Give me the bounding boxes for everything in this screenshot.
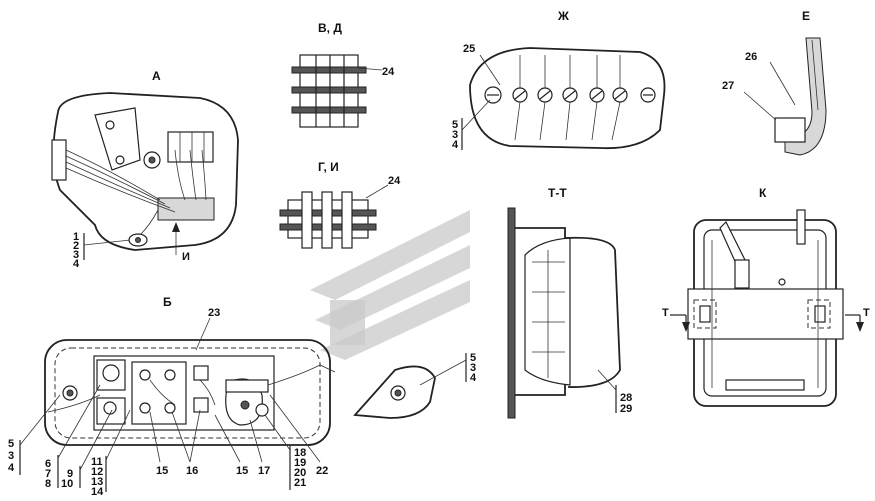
view-b-title: Б (163, 295, 172, 309)
view-e: Е 26 27 (722, 9, 827, 156)
view-b-label-5: 5 (8, 438, 14, 450)
view-b-label-4: 4 (8, 462, 15, 474)
view-zh-label-3: 3 (452, 129, 458, 141)
small-part-label-3: 3 (470, 362, 476, 374)
view-vd-title: В, Д (318, 21, 342, 35)
view-b-label-9: 9 (67, 468, 73, 480)
view-b-label-16: 16 (186, 465, 198, 477)
view-e-title: Е (802, 9, 810, 23)
view-b-label-10: 10 (61, 478, 73, 490)
view-b-label-15b: 15 (236, 465, 248, 477)
view-b-label-7: 7 (45, 468, 51, 480)
view-a-title: А (152, 69, 161, 83)
label-2: 2 (73, 240, 79, 252)
view-k: К Т Т (662, 186, 870, 407)
view-tt-label-29: 29 (620, 403, 632, 415)
view-tt: Т-Т 28 29 (507, 186, 632, 419)
view-a: А И 1 2 3 4 (51, 69, 239, 270)
view-zh: Ж 25 5 3 4 (452, 9, 666, 151)
view-b-label-6: 6 (45, 458, 51, 470)
view-b-label-8: 8 (45, 478, 51, 490)
label-4: 4 (73, 258, 80, 270)
view-zh-label-25: 25 (463, 43, 475, 55)
view-b-label-20: 20 (294, 467, 306, 479)
label-3: 3 (73, 249, 79, 261)
view-b-label-21: 21 (294, 477, 306, 489)
view-b-label-14: 14 (91, 486, 104, 498)
view-gi-title: Г, И (318, 160, 339, 174)
view-k-title: К (759, 186, 767, 200)
small-part-label-4: 4 (470, 372, 477, 384)
view-b-label-3: 3 (8, 450, 14, 462)
view-tt-title: Т-Т (548, 186, 567, 200)
watermark-logo (310, 210, 470, 360)
view-gi-label-24: 24 (388, 175, 401, 187)
view-zh-title: Ж (557, 9, 569, 23)
view-zh-label-5: 5 (452, 119, 458, 131)
view-tt-label-28: 28 (620, 392, 632, 404)
view-b-label-19: 19 (294, 457, 306, 469)
view-b-label-15a: 15 (156, 465, 168, 477)
small-part-label-5: 5 (470, 352, 476, 364)
view-b-label-11: 11 (91, 456, 103, 468)
label-1: 1 (73, 231, 79, 243)
view-b-label-13: 13 (91, 476, 103, 488)
view-b-label-23: 23 (208, 307, 220, 319)
view-e-label-27: 27 (722, 80, 734, 92)
view-b-label-18: 18 (294, 447, 306, 459)
view-b: Б 23 5 3 4 6 7 8 (8, 295, 336, 498)
view-vd-label-24: 24 (382, 66, 395, 78)
view-vd: В, Д 24 (291, 21, 395, 128)
view-b-label-22: 22 (316, 465, 328, 477)
view-e-label-26: 26 (745, 51, 757, 63)
view-k-label-t-left: Т (662, 307, 669, 319)
small-part: 5 3 4 (353, 352, 477, 419)
view-a-arrow-label: И (182, 251, 190, 263)
view-b-label-17: 17 (258, 465, 270, 477)
view-gi: Г, И 24 (279, 160, 401, 249)
view-b-label-12: 12 (91, 466, 103, 478)
view-k-label-t-right: Т (863, 307, 870, 319)
view-zh-label-4: 4 (452, 139, 459, 151)
